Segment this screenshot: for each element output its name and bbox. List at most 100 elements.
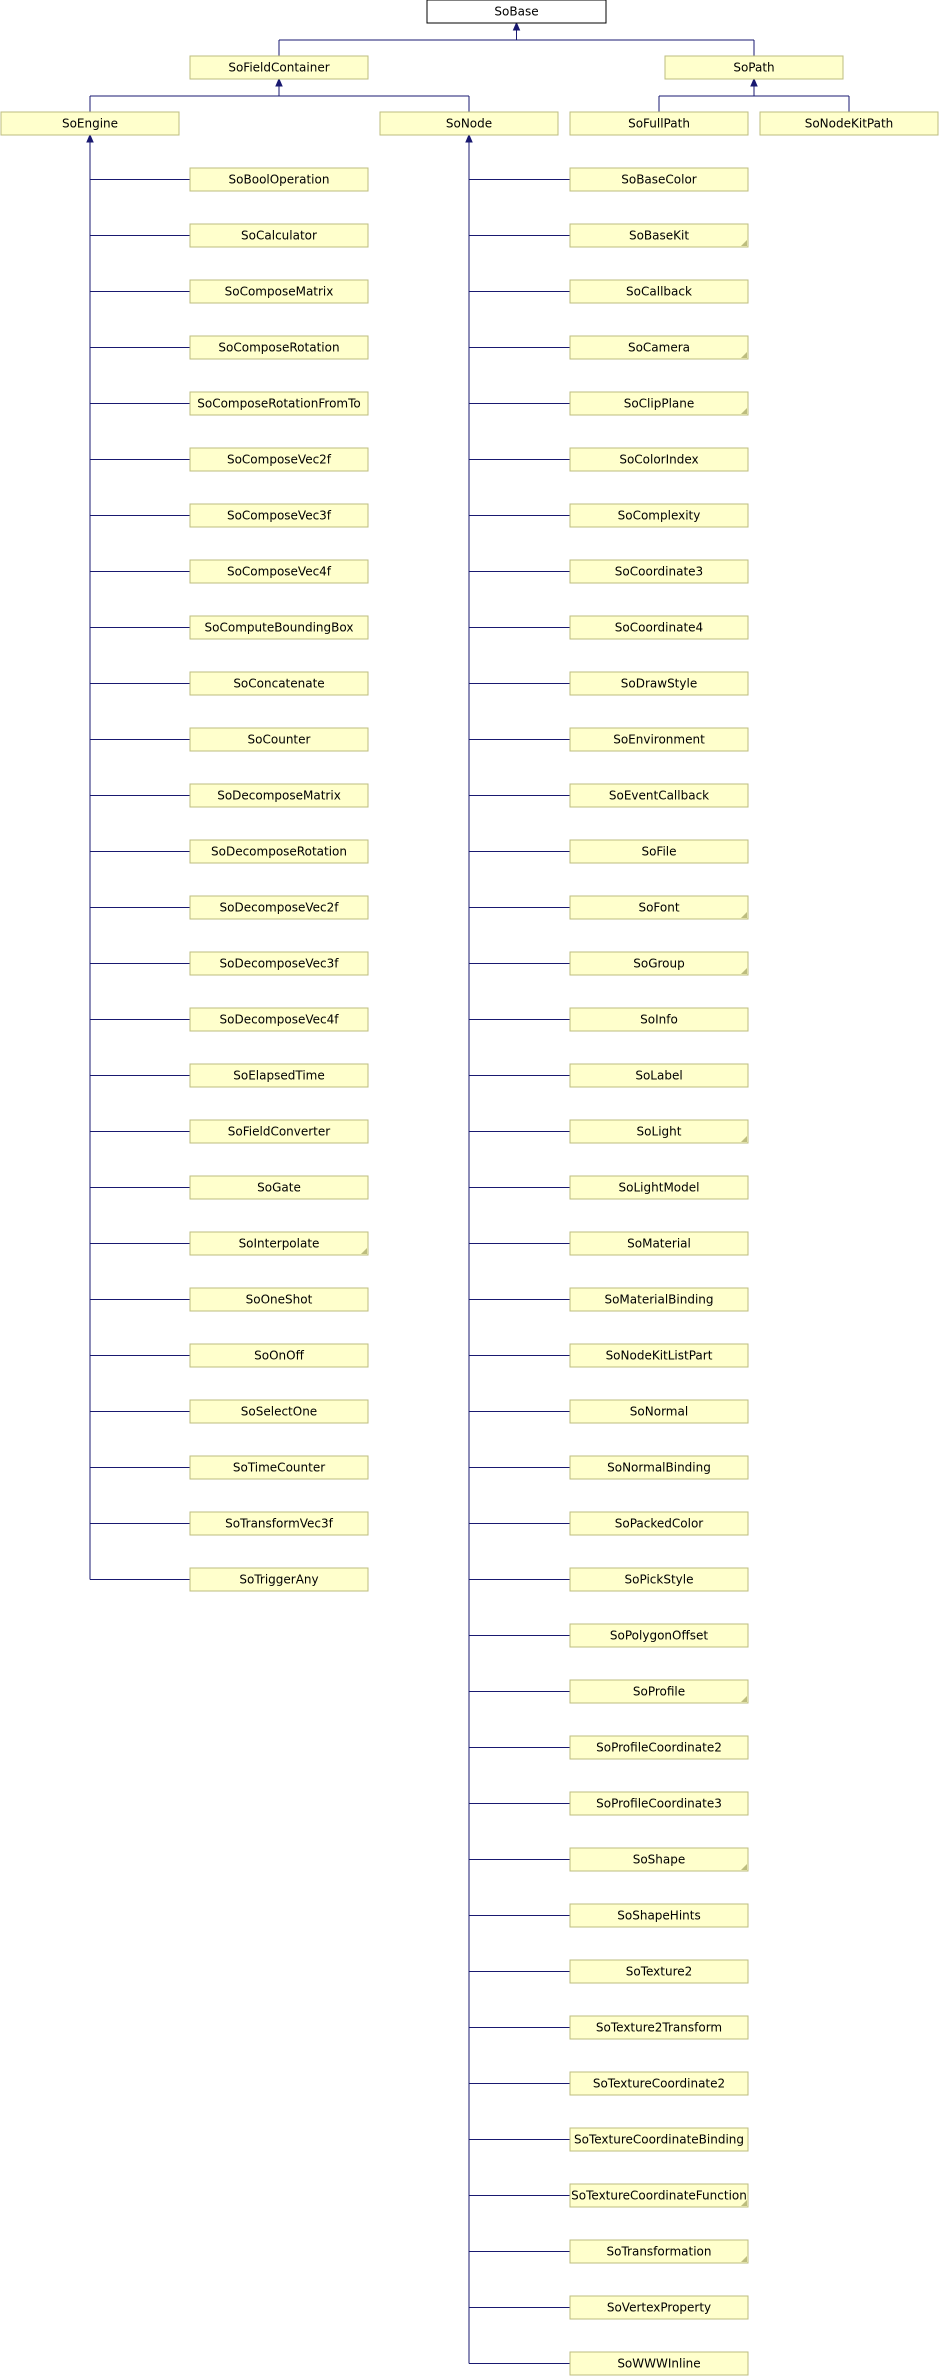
class-node-sofullpath[interactable]: SoFullPath xyxy=(569,111,749,136)
class-node-sofile[interactable]: SoFile xyxy=(569,839,749,864)
class-node-soprofilecoordinate3[interactable]: SoProfileCoordinate3 xyxy=(569,1791,749,1816)
class-node-sodecomposevec3f[interactable]: SoDecomposeVec3f xyxy=(189,951,369,976)
class-node-soengine[interactable]: SoEngine xyxy=(0,111,180,136)
class-node-soshape[interactable]: SoShape xyxy=(569,1847,749,1872)
class-node-somaterialbinding[interactable]: SoMaterialBinding xyxy=(569,1287,749,1312)
class-node-socamera[interactable]: SoCamera xyxy=(569,335,749,360)
class-label-sofullpath: SoFullPath xyxy=(628,117,690,131)
class-node-socomplexity[interactable]: SoComplexity xyxy=(569,503,749,528)
class-node-solight[interactable]: SoLight xyxy=(569,1119,749,1144)
class-node-soconcatenate[interactable]: SoConcatenate xyxy=(189,671,369,696)
class-node-soprofilecoordinate2[interactable]: SoProfileCoordinate2 xyxy=(569,1735,749,1760)
class-node-sonodekitlistpart[interactable]: SoNodeKitListPart xyxy=(569,1343,749,1368)
class-node-sodecomposematrix[interactable]: SoDecomposeMatrix xyxy=(189,783,369,808)
class-node-sotransformation[interactable]: SoTransformation xyxy=(569,2239,749,2264)
class-label-socoordinate4: SoCoordinate4 xyxy=(615,621,703,635)
class-label-sofont: SoFont xyxy=(638,901,679,915)
class-node-socomputeboundingbox[interactable]: SoComputeBoundingBox xyxy=(189,615,369,640)
class-label-socomposerotation: SoComposeRotation xyxy=(218,341,339,355)
class-node-sotransformvec3f[interactable]: SoTransformVec3f xyxy=(189,1511,369,1536)
class-node-sopickstyle[interactable]: SoPickStyle xyxy=(569,1567,749,1592)
class-node-sopath[interactable]: SoPath xyxy=(664,55,844,80)
class-node-socolorindex[interactable]: SoColorIndex xyxy=(569,447,749,472)
class-node-sotexture2[interactable]: SoTexture2 xyxy=(569,1959,749,1984)
class-node-socomposevec2f[interactable]: SoComposeVec2f xyxy=(189,447,369,472)
class-node-somaterial[interactable]: SoMaterial xyxy=(569,1231,749,1256)
class-node-soelapsedtime[interactable]: SoElapsedTime xyxy=(189,1063,369,1088)
class-node-soclipplane[interactable]: SoClipPlane xyxy=(569,391,749,416)
class-node-socomposematrix[interactable]: SoComposeMatrix xyxy=(189,279,369,304)
class-node-sonormalbinding[interactable]: SoNormalBinding xyxy=(569,1455,749,1480)
class-node-sonodekitpath[interactable]: SoNodeKitPath xyxy=(759,111,939,136)
class-label-sogroup: SoGroup xyxy=(633,957,685,971)
class-node-sofieldcontainer[interactable]: SoFieldContainer xyxy=(189,55,369,80)
class-node-sotriggerany[interactable]: SoTriggerAny xyxy=(189,1567,369,1592)
class-label-somaterial: SoMaterial xyxy=(627,1237,691,1251)
class-label-soeventcallback: SoEventCallback xyxy=(609,789,709,803)
class-node-socomposerotationfromto[interactable]: SoComposeRotationFromTo xyxy=(189,391,369,416)
class-node-sointerpolate[interactable]: SoInterpolate xyxy=(189,1231,369,1256)
more-subclasses-marker xyxy=(741,1864,747,1870)
class-node-sodecomposevec2f[interactable]: SoDecomposeVec2f xyxy=(189,895,369,920)
class-node-solightmodel[interactable]: SoLightModel xyxy=(569,1175,749,1200)
class-node-sopolygonoffset[interactable]: SoPolygonOffset xyxy=(569,1623,749,1648)
class-node-sobasecolor[interactable]: SoBaseColor xyxy=(569,167,749,192)
class-node-sotexturecoordinatebinding[interactable]: SoTextureCoordinateBinding xyxy=(569,2127,749,2152)
class-node-sovertexproperty[interactable]: SoVertexProperty xyxy=(569,2295,749,2320)
class-label-sobasekit: SoBaseKit xyxy=(629,229,689,243)
class-label-sodecomposevec2f: SoDecomposeVec2f xyxy=(220,901,340,915)
class-node-sotexturecoordinatefunction[interactable]: SoTextureCoordinateFunction xyxy=(569,2183,749,2208)
class-node-sogate[interactable]: SoGate xyxy=(189,1175,369,1200)
class-node-socoordinate4[interactable]: SoCoordinate4 xyxy=(569,615,749,640)
class-node-sotimecounter[interactable]: SoTimeCounter xyxy=(189,1455,369,1480)
class-node-sobooloperation[interactable]: SoBoolOperation xyxy=(189,167,369,192)
class-label-socalculator: SoCalculator xyxy=(241,229,317,243)
class-label-soclipplane: SoClipPlane xyxy=(624,397,695,411)
class-node-sooneshot[interactable]: SoOneShot xyxy=(189,1287,369,1312)
class-node-sodrawstyle[interactable]: SoDrawStyle xyxy=(569,671,749,696)
class-node-soshapehints[interactable]: SoShapeHints xyxy=(569,1903,749,1928)
class-label-sotexturecoordinatefunction: SoTextureCoordinateFunction xyxy=(571,2189,747,2203)
class-node-sowwwinline[interactable]: SoWWWInline xyxy=(569,2351,749,2376)
class-node-sobase[interactable]: SoBase xyxy=(426,0,607,24)
class-node-sonormal[interactable]: SoNormal xyxy=(569,1399,749,1424)
class-node-sotexture2transform[interactable]: SoTexture2Transform xyxy=(569,2015,749,2040)
more-subclasses-marker xyxy=(741,240,747,246)
class-label-solabel: SoLabel xyxy=(635,1069,682,1083)
class-node-socallback[interactable]: SoCallback xyxy=(569,279,749,304)
class-label-soinfo: SoInfo xyxy=(640,1013,678,1027)
class-node-solabel[interactable]: SoLabel xyxy=(569,1063,749,1088)
class-label-socounter: SoCounter xyxy=(248,733,311,747)
class-node-soenvironment[interactable]: SoEnvironment xyxy=(569,727,749,752)
more-subclasses-marker xyxy=(741,2256,747,2262)
class-node-sofieldconverter[interactable]: SoFieldConverter xyxy=(189,1119,369,1144)
class-label-socomposematrix: SoComposeMatrix xyxy=(225,285,334,299)
class-label-sobooloperation: SoBoolOperation xyxy=(229,173,330,187)
class-label-soshapehints: SoShapeHints xyxy=(617,1909,700,1923)
class-node-sodecomposevec4f[interactable]: SoDecomposeVec4f xyxy=(189,1007,369,1032)
class-node-socalculator[interactable]: SoCalculator xyxy=(189,223,369,248)
class-node-soinfo[interactable]: SoInfo xyxy=(569,1007,749,1032)
class-node-sonode[interactable]: SoNode xyxy=(379,111,559,136)
class-node-socomposevec3f[interactable]: SoComposeVec3f xyxy=(189,503,369,528)
class-label-soselectone: SoSelectOne xyxy=(241,1405,317,1419)
class-node-sopackedcolor[interactable]: SoPackedColor xyxy=(569,1511,749,1536)
class-node-socoordinate3[interactable]: SoCoordinate3 xyxy=(569,559,749,584)
class-node-sobasekit[interactable]: SoBaseKit xyxy=(569,223,749,248)
class-node-sofont[interactable]: SoFont xyxy=(569,895,749,920)
arrowhead-sofieldcontainer xyxy=(275,77,283,87)
class-node-sotexturecoordinate2[interactable]: SoTextureCoordinate2 xyxy=(569,2071,749,2096)
inheritance-edges xyxy=(86,21,850,2364)
class-node-socomposerotation[interactable]: SoComposeRotation xyxy=(189,335,369,360)
class-node-sodecomposerotation[interactable]: SoDecomposeRotation xyxy=(189,839,369,864)
class-node-soeventcallback[interactable]: SoEventCallback xyxy=(569,783,749,808)
class-label-sofieldconverter: SoFieldConverter xyxy=(228,1125,330,1139)
class-node-soselectone[interactable]: SoSelectOne xyxy=(189,1399,369,1424)
class-node-sogroup[interactable]: SoGroup xyxy=(569,951,749,976)
class-node-soprofile[interactable]: SoProfile xyxy=(569,1679,749,1704)
class-node-socomposevec4f[interactable]: SoComposeVec4f xyxy=(189,559,369,584)
class-node-soonoff[interactable]: SoOnOff xyxy=(189,1343,369,1368)
class-node-socounter[interactable]: SoCounter xyxy=(189,727,369,752)
